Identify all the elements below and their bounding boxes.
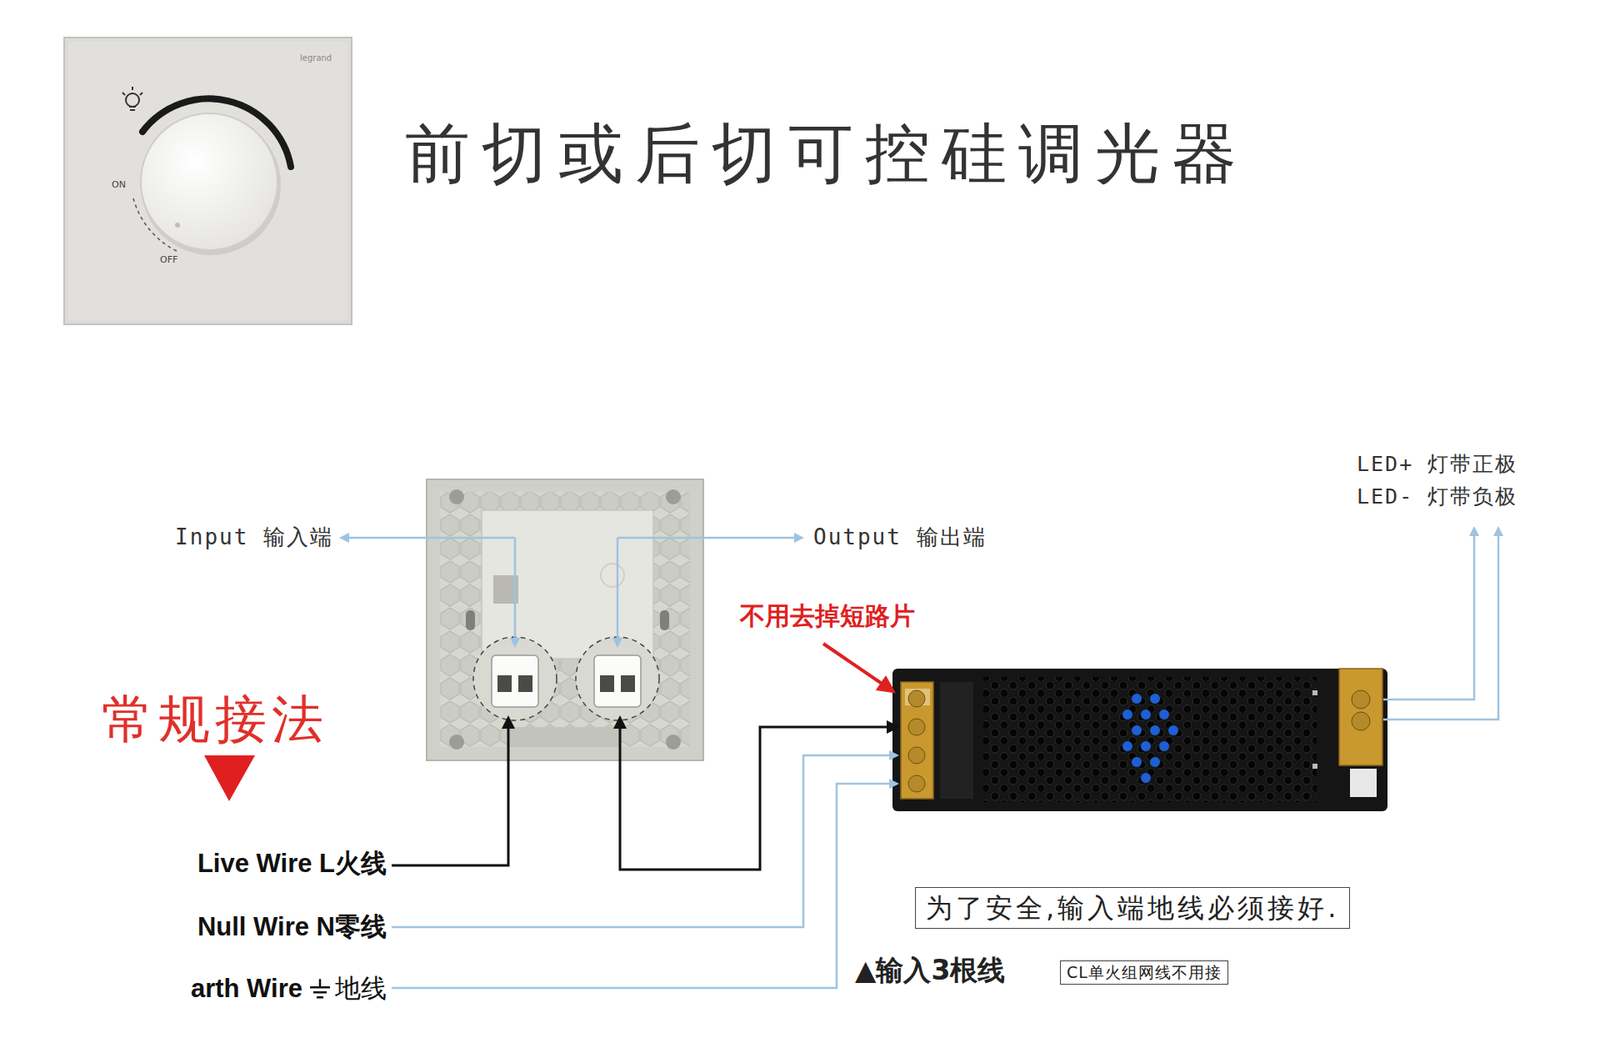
dial-mark: OFF bbox=[160, 255, 178, 266]
led-driver bbox=[892, 668, 1388, 811]
dimmer-back bbox=[426, 479, 704, 760]
terminal-label: Input 输入端 bbox=[175, 525, 334, 550]
callout-arrow bbox=[823, 643, 892, 690]
section-heading: 常规接法 bbox=[101, 689, 329, 749]
dimmer-front bbox=[64, 37, 352, 325]
pointer-lines bbox=[341, 528, 1499, 720]
input-note: ▲输入3根线 bbox=[855, 954, 1005, 986]
note-box: 为了安全,输入端地线必须接好. bbox=[915, 886, 1350, 929]
box-text: 为了安全,输入端地线必须接好. bbox=[925, 891, 1340, 924]
terminal-label: Output 输出端 bbox=[813, 525, 987, 550]
dial-mark: ON bbox=[111, 180, 126, 191]
down-triangle bbox=[204, 755, 255, 801]
wire-label: 地线 bbox=[335, 973, 387, 1004]
wire-label: arth Wire bbox=[190, 973, 303, 1004]
title: 前切或后切可控硅调光器 bbox=[405, 116, 1249, 192]
wire-label-row: arth Wire 地线 bbox=[190, 973, 387, 1004]
wire-label: Null Wire N零线 bbox=[197, 911, 387, 942]
wire-label: Live Wire L火线 bbox=[197, 848, 387, 879]
output-label: LED- 灯带负极 bbox=[1356, 485, 1518, 510]
tag-box: CL单火组网线不用接 bbox=[1060, 960, 1229, 985]
callout-note: 不用去掉短路片 bbox=[740, 601, 915, 631]
ground-symbol bbox=[307, 976, 333, 1000]
output-label: LED+ 灯带正极 bbox=[1356, 452, 1518, 477]
brand-mark: legrand bbox=[300, 53, 332, 64]
wires bbox=[391, 718, 897, 988]
box-text: CL单火组网线不用接 bbox=[1066, 962, 1222, 982]
